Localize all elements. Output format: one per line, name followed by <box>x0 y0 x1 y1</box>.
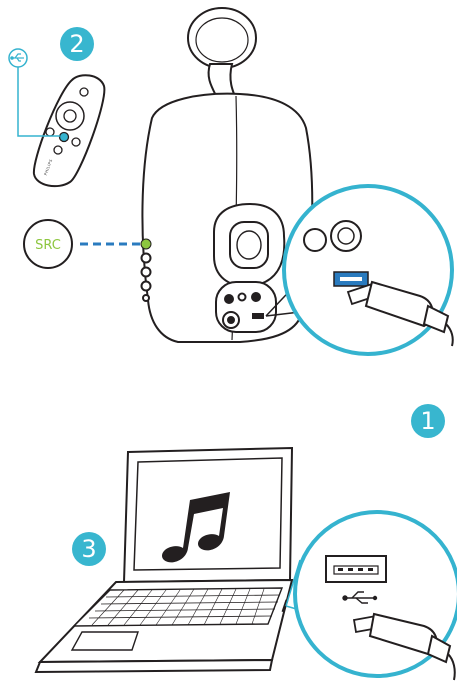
step-1-badge: 1 <box>411 404 445 438</box>
speaker-top-disc-inner <box>196 18 248 62</box>
side-button-1 <box>142 254 151 263</box>
side-button-4 <box>143 295 149 301</box>
laptop-screen <box>134 458 282 570</box>
step-2-badge: 2 <box>60 27 94 61</box>
remote-button-right <box>72 138 80 146</box>
remote-nav-center <box>64 110 76 122</box>
zoom-usb-port-slot <box>340 277 362 281</box>
laptop-zoom-usb-cable <box>448 654 455 680</box>
step-3-badge: 3 <box>72 532 106 566</box>
side-button-2 <box>142 268 151 277</box>
jack-3 <box>252 293 260 301</box>
laptop-usb-zoom <box>286 512 457 680</box>
remote-button-bottom <box>54 146 62 154</box>
step-3-number: 3 <box>81 535 96 563</box>
src-label: SRC <box>35 238 61 253</box>
source-led <box>141 239 151 249</box>
laptop-trackpad <box>72 632 138 650</box>
zoom-ring <box>284 186 452 354</box>
src-callout: SRC <box>24 220 140 268</box>
zoom-usb-cable <box>446 324 453 346</box>
usb-port-small <box>253 314 263 318</box>
jack-2 <box>239 294 246 301</box>
remote-control: PHILIPS <box>34 75 104 186</box>
zoom-knob-1 <box>304 229 326 251</box>
remote-button-left <box>46 128 54 136</box>
side-button-3 <box>142 282 151 291</box>
zoom-knob-2-inner <box>338 228 354 244</box>
jack-1 <box>225 295 233 303</box>
laptop-base-front <box>36 660 272 672</box>
remote-source-button <box>60 133 69 142</box>
bass-port-inner <box>237 231 261 259</box>
step-2-number: 2 <box>69 30 84 58</box>
remote-power-button <box>80 88 88 96</box>
power-jack-pin <box>228 317 234 323</box>
step-1-number: 1 <box>420 407 435 435</box>
